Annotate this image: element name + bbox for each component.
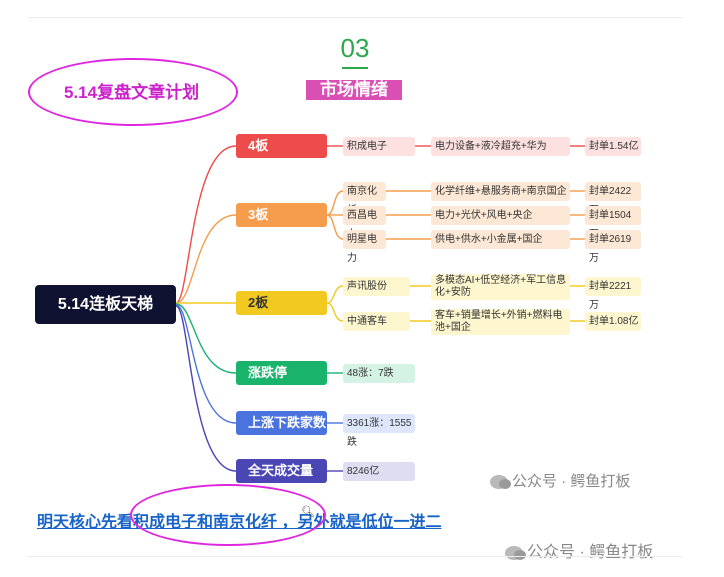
stock-seal: 封单1.08亿 <box>585 312 641 331</box>
node-rise-fall-count: 上涨下跌家数 <box>236 411 327 435</box>
section-number: 03 <box>340 33 370 63</box>
stock-name: 南京化纤 <box>343 182 386 216</box>
stock-concept: 电力+光伏+风电+央企 <box>431 206 570 225</box>
section-title: 市场情绪 <box>306 80 402 100</box>
stock-concept: 化学纤维+悬服务商+南京国企 <box>431 182 570 201</box>
limit-up-down-value: 48涨：7跌 <box>343 364 415 383</box>
stock-name: 西昌电力 <box>343 206 386 240</box>
plan-label: 5.14复盘文章计划 <box>64 83 200 102</box>
stock-seal: 封单2619万 <box>585 230 641 264</box>
watermark-top: 公众号 · 鳄鱼打板 <box>490 470 630 491</box>
stock-seal: 封单2422万 <box>585 182 641 216</box>
total-volume-value: 8246亿 <box>343 462 415 481</box>
wechat-icon <box>505 545 526 560</box>
node-3-board: 3板 <box>236 203 327 227</box>
stock-concept: 供电+供水+小金属+国企 <box>431 230 570 249</box>
node-4-board: 4板 <box>236 134 327 158</box>
highlight-ellipse-bottom <box>130 484 326 546</box>
stock-seal: 封单2221万 <box>585 277 641 311</box>
stock-seal: 封单1.54亿 <box>585 137 641 156</box>
stock-name: 声讯股份 <box>343 277 410 296</box>
stock-concept: 客车+销量增长+外销+燃料电池+国企 <box>431 309 570 335</box>
stock-name: 明星电力 <box>343 230 386 264</box>
node-limit-up-down: 涨跌停 <box>236 361 327 385</box>
node-total-volume: 全天成交量 <box>236 459 327 483</box>
wechat-icon <box>490 475 511 490</box>
section-number-underline <box>342 67 368 69</box>
stock-concept: 电力设备+液冷超充+华为 <box>431 137 570 156</box>
stock-concept: 多模态AI+低空经济+军工信息化+安防 <box>431 274 570 300</box>
highlight-ellipse <box>28 58 238 126</box>
rise-fall-value: 3361涨：1555跌 <box>343 414 415 448</box>
mindmap-root: 5.14连板天梯 <box>35 285 176 324</box>
stock-seal: 封单1504万 <box>585 206 641 240</box>
node-2-board: 2板 <box>236 291 327 315</box>
bottom-divider <box>28 556 683 557</box>
watermark-bottom: 公众号 · 鳄鱼打板 <box>505 538 653 562</box>
top-divider <box>28 17 683 18</box>
stock-name: 中通客车 <box>343 312 410 331</box>
stock-name: 积成电子 <box>343 137 415 156</box>
